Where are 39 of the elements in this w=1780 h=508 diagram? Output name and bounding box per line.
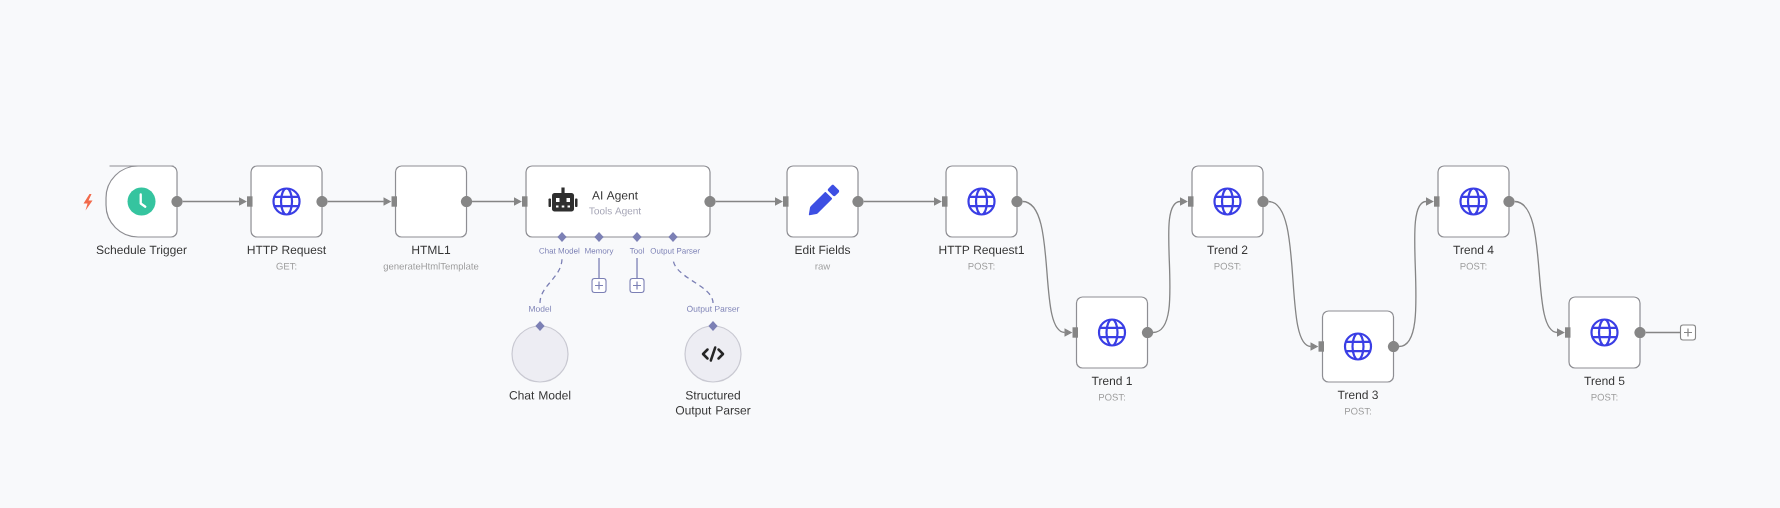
- node-subtitle: POST:: [1345, 407, 1371, 415]
- port-label: Chat Model: [539, 247, 580, 254]
- node-title: Trend 2: [1207, 245, 1248, 255]
- port-label: Memory: [585, 248, 614, 256]
- arrow: [1398, 197, 1434, 348]
- node-subtitle: POST:: [1460, 262, 1487, 270]
- node-title: Structured Output Parser: [675, 390, 751, 417]
- node-subtitle: raw: [815, 264, 831, 270]
- arrow: [471, 197, 522, 206]
- node-title: HTTP Request1: [939, 245, 1024, 257]
- node-title: Schedule Trigger: [96, 245, 187, 257]
- arrow: [181, 197, 247, 206]
- connector-line: [539, 257, 563, 304]
- node-title: HTML1: [412, 245, 451, 254]
- arrow: [1152, 197, 1188, 334]
- node-title: Trend 5: [1584, 376, 1625, 386]
- node-subtitle: POST:: [1214, 262, 1241, 270]
- node-subtitle: generateHtmlTemplate: [383, 262, 479, 272]
- port-label: Output Parser: [650, 248, 700, 256]
- connector-line: [1644, 331, 1682, 334]
- port-label: Model: [529, 305, 551, 312]
- connector-line: [598, 257, 600, 280]
- node-title: Trend 3: [1337, 390, 1378, 400]
- port-label: Tool: [629, 247, 644, 254]
- node-subtitle: GET:: [276, 262, 297, 270]
- node-subtitle: POST:: [1591, 393, 1618, 401]
- arrow: [714, 197, 783, 206]
- node-title: Trend 1: [1091, 376, 1132, 386]
- node-subtitle: POST:: [1099, 393, 1125, 401]
- agent-box: AI Agent Tools Agent: [525, 165, 711, 238]
- node-title: Edit Fields: [795, 245, 851, 255]
- node-title: HTTP Request: [247, 245, 327, 257]
- node-title: Trend 4: [1453, 245, 1494, 255]
- arrow: [1513, 200, 1565, 337]
- node-subtitle: POST:: [968, 262, 995, 270]
- arrow: [862, 197, 942, 206]
- port-label: Output Parser: [686, 305, 740, 314]
- connector-line: [636, 257, 638, 280]
- node-title: Chat Model: [509, 390, 571, 400]
